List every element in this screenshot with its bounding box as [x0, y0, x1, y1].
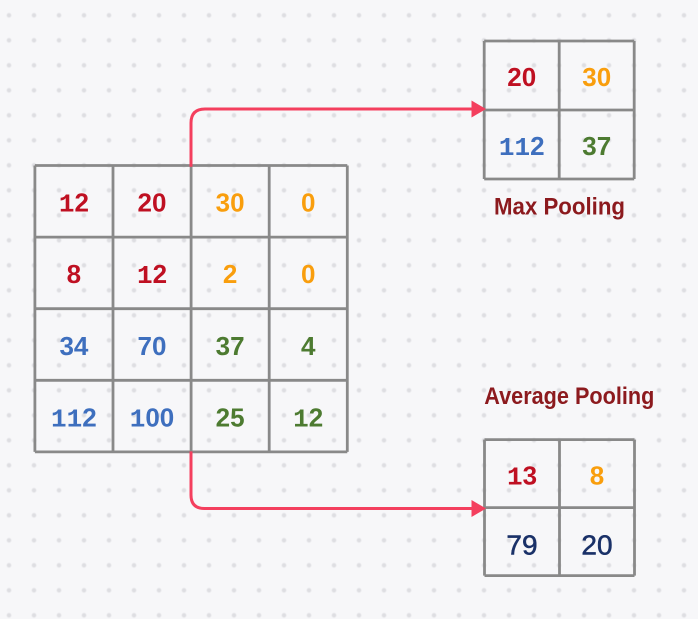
svg-text:79: 79	[506, 529, 537, 560]
svg-text:30: 30	[216, 188, 245, 218]
svg-text:12: 12	[137, 259, 167, 291]
svg-text:34: 34	[59, 331, 88, 361]
svg-text:4: 4	[301, 331, 316, 361]
svg-text:25: 25	[216, 402, 245, 432]
svg-text:13: 13	[507, 461, 537, 493]
svg-text:12: 12	[293, 402, 323, 434]
svg-text:37: 37	[582, 131, 611, 161]
svg-text:8: 8	[590, 461, 604, 491]
svg-text:0: 0	[301, 259, 315, 289]
svg-text:Average Pooling: Average Pooling	[484, 383, 654, 410]
svg-text:12: 12	[59, 188, 89, 220]
svg-text:2: 2	[223, 259, 237, 289]
svg-text:30: 30	[582, 62, 611, 92]
svg-text:Max Pooling: Max Pooling	[494, 194, 625, 221]
svg-text:70: 70	[138, 331, 167, 361]
svg-text:0: 0	[301, 188, 315, 218]
svg-text:112: 112	[499, 131, 545, 163]
svg-text:112: 112	[51, 402, 97, 434]
svg-text:8: 8	[67, 259, 81, 289]
svg-text:100: 100	[130, 402, 175, 434]
svg-text:20: 20	[138, 188, 167, 218]
svg-text:37: 37	[216, 331, 245, 361]
svg-text:20: 20	[507, 62, 536, 92]
svg-text:20: 20	[581, 529, 612, 560]
